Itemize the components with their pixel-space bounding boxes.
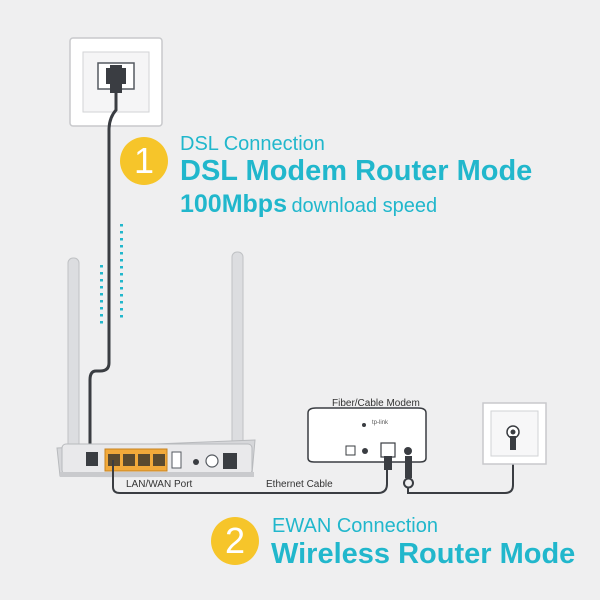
ewan-connection-subtitle: EWAN Connection [272, 515, 438, 537]
router-dsl-port [86, 452, 98, 466]
modem-logo-icon [362, 423, 366, 427]
router-button [193, 459, 199, 465]
modem-button [362, 448, 368, 454]
modem-label: Fiber/Cable Modem [332, 398, 420, 409]
wifi-signal-right [120, 224, 123, 318]
step-2-badge: 2 [211, 517, 259, 565]
router-usb-port [171, 451, 182, 469]
router-power-button [205, 454, 219, 468]
speed-value: 100Mbps [180, 190, 287, 218]
router [56, 439, 256, 478]
dsl-modem-router-mode-title: DSL Modem Router Mode [180, 155, 533, 187]
ethernet-cable-label: Ethernet Cable [266, 479, 333, 490]
router-antennas [67, 251, 244, 457]
wifi-signal-left [100, 265, 103, 324]
wireless-router-mode-title: Wireless Router Mode [271, 538, 576, 570]
speed-suffix: download speed [291, 195, 438, 217]
ethernet-cable [112, 460, 388, 494]
speed-line: 100Mbps download speed [180, 190, 437, 219]
router-power-jack [223, 453, 237, 469]
dsl-wall-jack [69, 37, 163, 127]
modem-power-port [345, 445, 356, 456]
step-1-badge: 1 [120, 137, 168, 185]
modem-brand-label: tp-link [372, 420, 389, 426]
router-lan-ports [104, 448, 168, 472]
coax-wall-outlet [482, 402, 547, 465]
modem-ethernet-port [380, 442, 396, 458]
dsl-cable [88, 93, 118, 455]
lan-wan-port-label: LAN/WAN Port [126, 479, 193, 490]
modem-coax-port [404, 447, 412, 455]
dsl-connection-subtitle: DSL Connection [180, 133, 325, 155]
coax-cable [407, 448, 514, 494]
fiber-cable-modem [307, 407, 427, 463]
